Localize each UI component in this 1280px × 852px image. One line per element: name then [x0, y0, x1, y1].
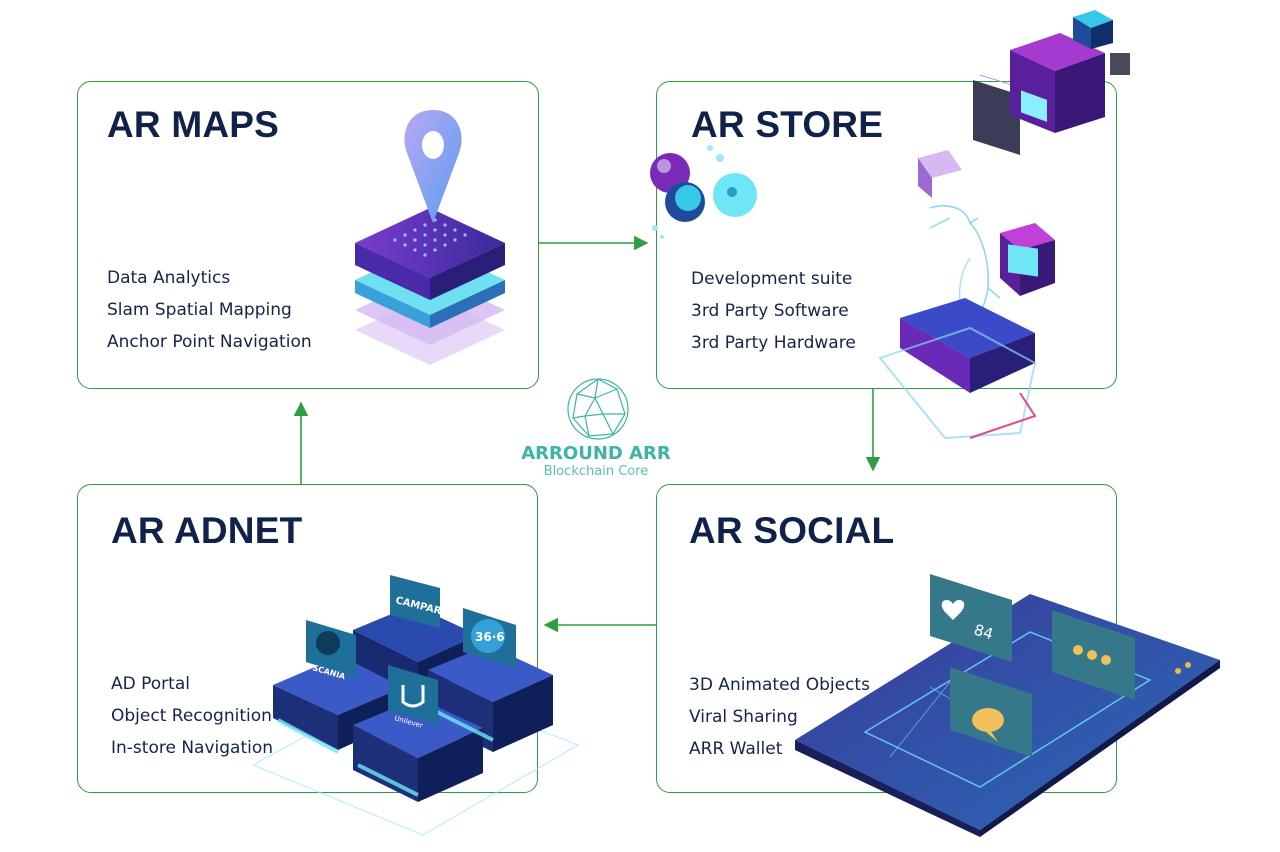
feature-item: 3rd Party Hardware	[691, 333, 856, 353]
ar-maps-features: Data Analytics Slam Spatial Mapping Anch…	[107, 262, 312, 358]
map-pin-icon	[404, 110, 462, 223]
store-spheres-illustration	[650, 145, 757, 239]
ar-store-title: AR STORE	[691, 104, 884, 145]
heart-icon	[941, 600, 965, 620]
ar-social-title: AR SOCIAL	[689, 510, 895, 551]
feature-item: Slam Spatial Mapping	[107, 300, 292, 320]
ar-adnet-features: AD Portal Object Recognition In-store Na…	[111, 668, 273, 764]
feature-item: Anchor Point Navigation	[107, 332, 312, 352]
feature-item: AD Portal	[111, 674, 190, 694]
ar-adnet-title: AR ADNET	[111, 510, 303, 551]
ar-maps-title: AR MAPS	[107, 104, 280, 145]
feature-item: Development suite	[691, 269, 853, 289]
adnet-blocks-illustration: CAMPARI 36·6 SCANIA Unilever	[251, 575, 580, 836]
feature-item: Object Recognition	[111, 706, 272, 726]
geodesic-globe-icon	[567, 378, 629, 440]
like-count: 84	[972, 621, 996, 644]
chat-dots-icon	[1073, 645, 1111, 665]
feature-item: 3rd Party Software	[691, 301, 849, 321]
feature-item: ARR Wallet	[689, 739, 783, 759]
core-subtitle: Blockchain Core	[543, 464, 649, 479]
feature-item: In-store Navigation	[111, 738, 274, 758]
feature-item: 3D Animated Objects	[689, 675, 870, 695]
store-hologram-illustration	[878, 150, 1055, 440]
ar-social-features: 3D Animated Objects Viral Sharing ARR Wa…	[689, 669, 870, 765]
core-title: ARROUND ARR	[521, 443, 671, 464]
feature-item: Data Analytics	[107, 268, 231, 288]
map-platform-illustration	[355, 110, 505, 365]
social-phone-illustration: 84	[795, 574, 1220, 837]
chat-bubble-icon	[972, 708, 1004, 742]
ar-store-features: Development suite 3rd Party Software 3rd…	[691, 263, 856, 359]
brand-36-6: 36·6	[475, 630, 505, 644]
store-hardware-illustration	[973, 10, 1130, 155]
feature-item: Viral Sharing	[689, 707, 798, 727]
